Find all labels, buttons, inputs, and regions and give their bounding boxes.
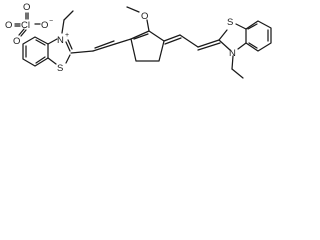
vinyl-linker-right	[163, 34, 221, 51]
perchlorate-charge: −	[49, 18, 53, 25]
oxygen-right-atom: O	[41, 20, 48, 31]
nitrogen-charge: +	[65, 32, 69, 39]
cyclopentene-double-bond	[133, 33, 149, 40]
oxygen-left-atom: O	[5, 20, 12, 31]
nitrogen-right-atom: N	[229, 48, 236, 59]
bond-vinyl-5	[197, 39, 220, 48]
bond-n-c-right	[237, 42, 247, 50]
bond-vinyl-4	[179, 34, 199, 48]
bond-ethyl-chain-right	[231, 68, 244, 79]
sulfur-left-atom: S	[57, 63, 63, 74]
benzothiazoline-ring: S N	[218, 17, 272, 79]
bond-c2-s-right	[218, 29, 228, 41]
bond-vinyl-2-double	[94, 40, 115, 49]
bond-c2-s	[65, 54, 71, 64]
bond-c2-n-right	[218, 39, 231, 51]
benzene-ring-left	[22, 36, 49, 67]
bond-o-methyl	[126, 6, 140, 13]
bond-n-ethyl-right	[231, 55, 234, 70]
bond-cl-o-bottom-double	[20, 29, 27, 37]
bond-exocyclic	[163, 34, 181, 42]
bond-exocyclic-double	[164, 37, 182, 45]
benzene-inner-double-3	[35, 39, 46, 46]
sulfur-right-atom: S	[227, 17, 233, 28]
cyclopentene-ring: O	[126, 6, 165, 62]
bond-vinyl-5-double	[197, 42, 221, 51]
oxygen-top-atom: O	[23, 2, 30, 13]
benzene-inner-double-2	[35, 56, 46, 64]
vinyl-linker-left	[70, 38, 132, 54]
bond-ethyl-chain	[63, 10, 74, 21]
nitrogen-cation-atom: N	[57, 35, 64, 46]
bond-c-s	[47, 57, 57, 65]
methoxy-oxygen-atom: O	[141, 11, 148, 22]
bond-vinyl-2	[92, 43, 116, 52]
perchlorate-counterion: O Cl O O − O	[5, 2, 53, 47]
bond-n-c2	[65, 41, 71, 52]
benzene-right-inner-double-3	[248, 42, 258, 49]
bond-c-ome	[146, 19, 150, 32]
benzothiazolium-ring: N + S	[22, 10, 74, 74]
bond-s-c-right	[235, 23, 247, 30]
bond-cl-o-bottom	[18, 28, 25, 36]
bond-n-c2-double	[67, 39, 73, 50]
bond-c-n	[47, 38, 58, 45]
bond-n-ethyl	[61, 19, 65, 34]
bond-vinyl-3	[114, 38, 132, 45]
chlorine-atom: Cl	[21, 20, 30, 31]
benzene-right-inner-double-2	[247, 23, 258, 30]
oxygen-bottom-atom: O	[13, 36, 20, 47]
chemical-structure: O Cl O O − O N + S	[5, 2, 272, 79]
bond-vinyl-1	[70, 50, 94, 54]
cyclopentene-outline	[130, 30, 165, 62]
benzene-ring-right	[245, 20, 272, 52]
